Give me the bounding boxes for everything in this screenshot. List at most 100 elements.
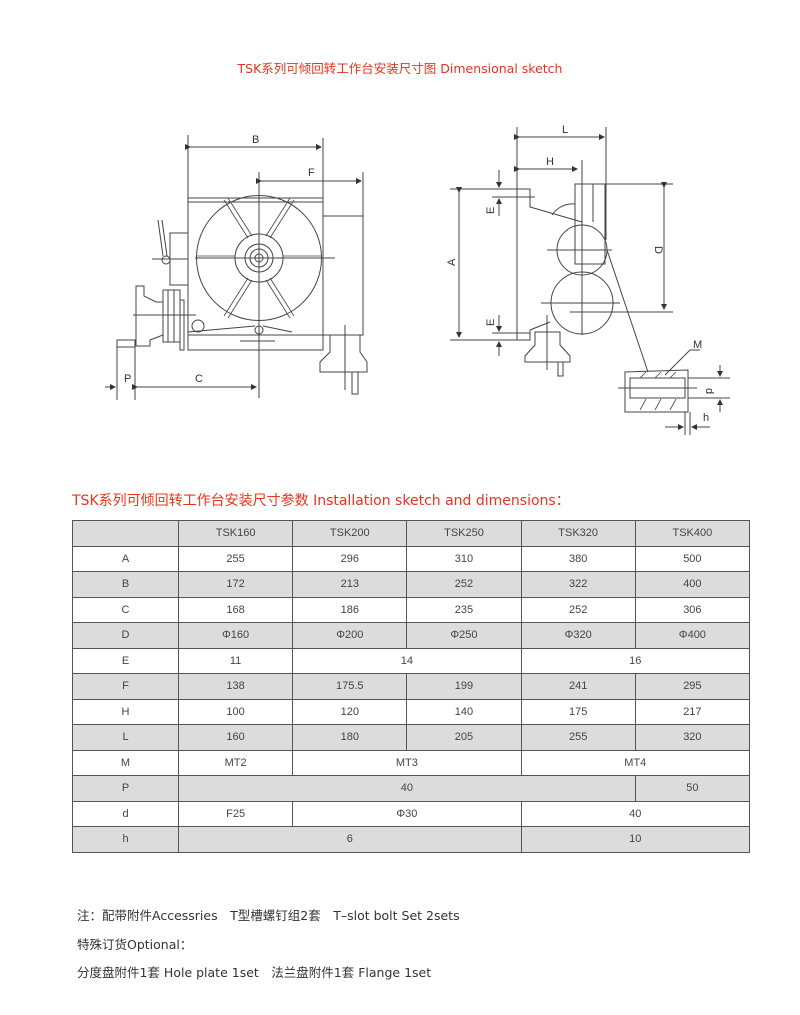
cell: 255: [520, 724, 636, 751]
header-cell: [72, 520, 179, 547]
header-cell: TSK320: [520, 520, 636, 547]
cell: 11: [177, 647, 294, 674]
table-title: TSK系列可倾回转工作台安装尺寸参数 Installation sketch a…: [72, 493, 570, 509]
cell: MT4: [520, 749, 751, 776]
cell: 205: [406, 724, 522, 751]
table-header-row: TSK160 TSK200 TSK250 TSK320 TSK400: [72, 520, 751, 547]
cell: Φ160: [177, 622, 294, 649]
row-label: H: [72, 698, 179, 725]
cell: 213: [292, 571, 408, 598]
cell: 175.5: [292, 673, 408, 700]
cell: Φ200: [292, 622, 408, 649]
cell: 100: [177, 698, 294, 725]
cell: 40: [520, 800, 751, 827]
cell: 199: [406, 673, 522, 700]
header-cell: TSK400: [634, 520, 751, 547]
cell: 296: [292, 545, 408, 572]
row-label: B: [72, 571, 179, 598]
row-label: M: [72, 749, 179, 776]
row-label: L: [72, 724, 179, 751]
dim-label-H: H: [546, 156, 554, 168]
note-optional-items: 分度盘附件1套 Hole plate 1set 法兰盘附件1套 Flange 1…: [77, 965, 432, 980]
morse-taper-inset: [624, 369, 689, 413]
cell: 180: [292, 724, 408, 751]
row-label: E: [72, 647, 179, 674]
dim-label-E-bottom: E: [485, 319, 497, 326]
cell: Φ400: [634, 622, 751, 649]
row-label: C: [72, 596, 179, 623]
cell: 320: [634, 724, 751, 751]
dim-label-F: F: [308, 167, 315, 179]
cell: 140: [406, 698, 522, 725]
cell: 380: [520, 545, 636, 572]
cell: 160: [177, 724, 294, 751]
cell: Φ320: [520, 622, 636, 649]
cell: 14: [292, 647, 522, 674]
cell: 168: [177, 596, 294, 623]
header-cell: TSK250: [406, 520, 522, 547]
cell: Φ30: [292, 800, 522, 827]
cell: 255: [177, 545, 294, 572]
sketch-title: TSK系列可倾回转工作台安装尺寸图 Dimensional sketch: [237, 61, 563, 76]
cell: 400: [634, 571, 751, 598]
row-label: h: [72, 826, 179, 853]
cell: 186: [292, 596, 408, 623]
row-label: d: [72, 800, 179, 827]
note-accessories: 注：配带附件Accessries T型槽螺钉组2套 T–slot bolt Se…: [77, 908, 460, 923]
dim-label-D: D: [652, 246, 664, 254]
note-optional: 特殊订货Optional：: [77, 937, 193, 952]
cell: 40: [178, 775, 636, 802]
cell: 217: [634, 698, 751, 725]
cell: 16: [520, 647, 751, 674]
dim-label-C: C: [195, 373, 203, 385]
dim-label-d: d: [703, 388, 715, 394]
cell: 241: [520, 673, 636, 700]
dimensions-table: TSK160 TSK200 TSK250 TSK320 TSK400 A 255…: [72, 520, 751, 853]
row-label: A: [72, 545, 179, 572]
cell: 310: [406, 545, 522, 572]
dim-label-B: B: [252, 134, 259, 146]
side-view: L H A E E D M d h: [446, 124, 730, 435]
dim-label-L: L: [562, 124, 568, 136]
dim-label-h: h: [703, 412, 709, 424]
row-label: D: [72, 622, 179, 649]
cell: 500: [634, 545, 751, 572]
header-cell: TSK160: [177, 520, 294, 547]
dim-label-A: A: [446, 258, 458, 266]
cell: MT2: [177, 749, 294, 776]
cell: 6: [178, 826, 522, 853]
dim-label-M: M: [693, 339, 702, 351]
cell: MT3: [292, 749, 522, 776]
cell: 172: [177, 571, 294, 598]
row-label: F: [72, 673, 179, 700]
row-label: P: [72, 775, 179, 802]
cell: 306: [634, 596, 751, 623]
header-cell: TSK200: [292, 520, 408, 547]
cell: 50: [634, 775, 751, 802]
cell: F25: [177, 800, 294, 827]
cell: 138: [177, 673, 294, 700]
dimensional-sketch: B F P C: [105, 124, 730, 435]
cell: 175: [520, 698, 636, 725]
cell: 322: [520, 571, 636, 598]
cell: 295: [634, 673, 751, 700]
dim-label-P: P: [124, 373, 131, 385]
front-view: B F P C: [105, 134, 368, 400]
dim-label-E-top: E: [485, 207, 497, 214]
cell: Φ250: [406, 622, 522, 649]
cell: 252: [406, 571, 522, 598]
cell: 235: [406, 596, 522, 623]
